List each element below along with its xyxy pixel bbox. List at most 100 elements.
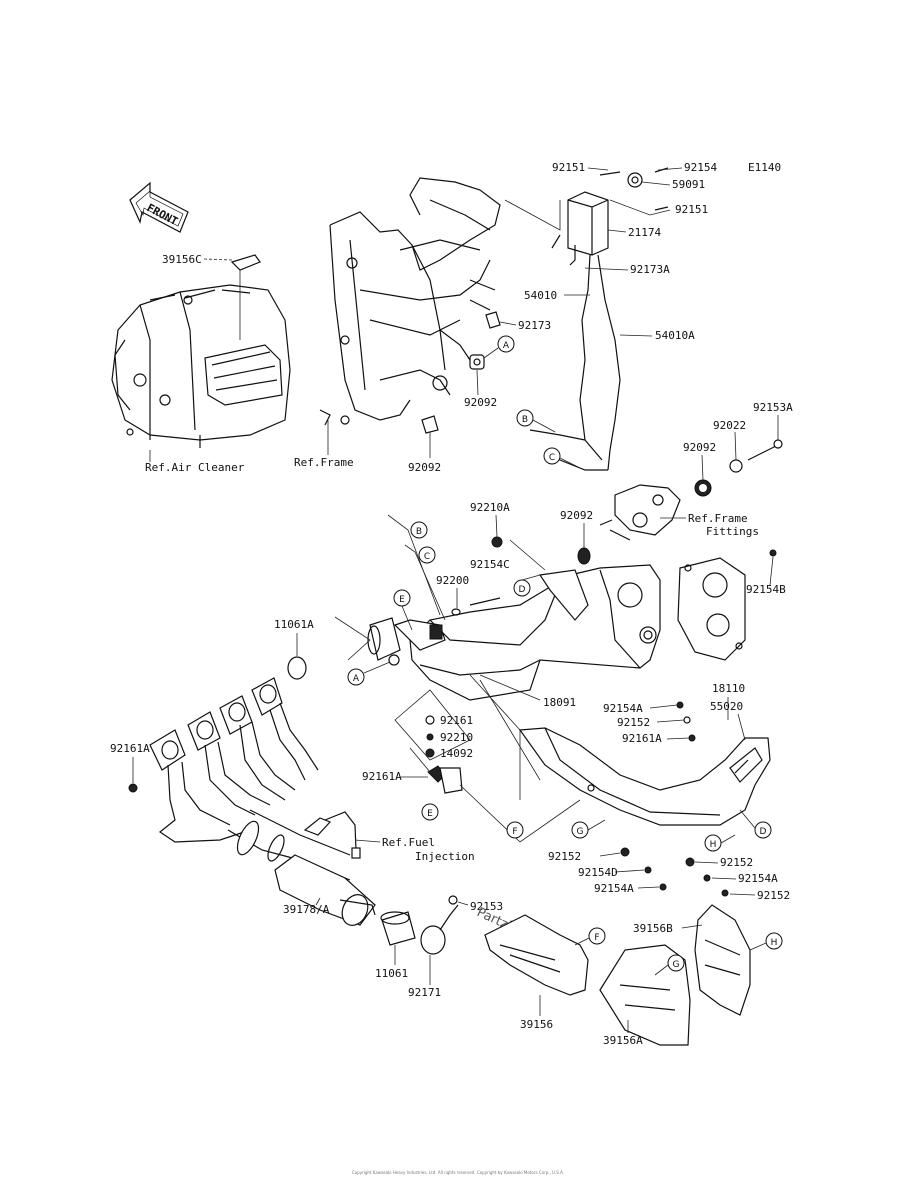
label-92161a-b1: 92152 xyxy=(548,850,581,863)
frame-illustration xyxy=(319,177,501,426)
callout-f1: F xyxy=(506,821,524,839)
callout-h1: H xyxy=(704,834,722,852)
label-92152-m: 92210 xyxy=(440,731,473,744)
svg-text:B: B xyxy=(522,415,528,425)
label-92210: 92161A xyxy=(110,742,150,755)
under-cover-illustration xyxy=(518,701,771,826)
callout-c1: C xyxy=(543,447,561,465)
label-39156a: 39156A xyxy=(603,1034,643,1047)
header-pipes-illustration xyxy=(149,677,351,881)
label-54010a: 54010A xyxy=(655,329,695,342)
label-92151-b: 92151 xyxy=(675,203,708,216)
label-39178: 39178/A xyxy=(283,903,330,916)
callout-d2: D xyxy=(754,821,772,839)
label-21174: 21174 xyxy=(628,226,661,239)
bolt-92154a-b xyxy=(721,889,729,897)
callout-g2: G xyxy=(667,954,685,972)
label-92171: 92171 xyxy=(408,986,441,999)
label-92153a: 92153A xyxy=(753,401,793,414)
label-92092-a: 92092 xyxy=(464,396,497,409)
svg-text:F: F xyxy=(594,933,599,943)
ref-frame-fittings-2: Fittings xyxy=(706,525,759,538)
label-92092-b: 92092 xyxy=(408,461,441,474)
svg-text:H: H xyxy=(771,938,778,948)
svg-text:B: B xyxy=(416,527,422,537)
catalyst-chamber-illustration xyxy=(274,854,376,926)
label-39156b: 39156B xyxy=(633,922,673,935)
air-cleaner-illustration xyxy=(111,254,291,448)
ref-frame-fittings-1: Ref.Frame xyxy=(688,512,748,525)
label-92153: 92153 xyxy=(470,900,503,913)
silencer-illustration xyxy=(367,536,661,701)
label-92200: 92200 xyxy=(436,574,469,587)
heat-shield-39156 xyxy=(484,914,589,996)
label-92173: 92173 xyxy=(518,319,551,332)
label-92092-d: 92092 xyxy=(560,509,593,522)
front-arrow-icon: FRONT xyxy=(129,181,189,233)
svg-text:G: G xyxy=(577,827,584,837)
label-92092-c: 92092 xyxy=(683,441,716,454)
label-54010: 54010 xyxy=(524,289,557,302)
label-92210a: 92210A xyxy=(470,501,510,514)
label-14092: 92161A xyxy=(362,770,402,783)
label-11061: 11061 xyxy=(375,967,408,980)
label-11061a: 11061A xyxy=(274,618,314,631)
label-92151-a: 92151 xyxy=(552,161,585,174)
svg-text:C: C xyxy=(549,453,555,463)
label-92161a-b2: 92152 xyxy=(720,856,753,869)
callout-h2: H xyxy=(765,932,783,950)
nut-92161-m xyxy=(425,748,435,758)
svg-text:E: E xyxy=(399,595,405,605)
label-55020: 55020 xyxy=(710,700,743,713)
connector-tube-11061 xyxy=(380,911,416,946)
o-ring-11061a xyxy=(287,656,307,680)
copyright: Copyright Kawasaki Heavy Industries, Ltd… xyxy=(352,1170,564,1175)
label-92154a-m: 92161 xyxy=(440,714,473,727)
label-39156: 39156 xyxy=(520,1018,553,1031)
heat-shield-39156a xyxy=(599,944,691,1046)
label-92154d: 92154A xyxy=(594,882,634,895)
nut-92210 xyxy=(128,783,138,793)
callout-e1: E xyxy=(393,589,411,607)
washer-92152-m xyxy=(426,733,434,741)
callout-a1: A xyxy=(497,335,515,353)
label-92152-r: 92152 xyxy=(617,716,650,729)
callout-c2: C xyxy=(418,546,436,564)
callout-b1: B xyxy=(516,409,534,427)
label-92154a-r: 92154A xyxy=(603,702,643,715)
nut-92161a-b2 xyxy=(685,857,695,867)
svg-text:A: A xyxy=(503,341,510,351)
callout-f2: F xyxy=(588,927,606,945)
label-18110: 18110 xyxy=(712,682,745,695)
callout-a2: A xyxy=(347,668,365,686)
svg-text:G: G xyxy=(673,960,680,970)
svg-text:H: H xyxy=(710,840,717,850)
svg-text:A: A xyxy=(353,674,360,684)
bolt-92154d xyxy=(659,883,667,891)
callout-e2: E xyxy=(421,803,439,821)
label-92161-m: 14092 xyxy=(440,747,473,760)
label-92154b: 92154B xyxy=(746,583,786,596)
bolt-92154a-m xyxy=(425,715,435,725)
svg-text:C: C xyxy=(424,552,430,562)
label-39156c: 39156C xyxy=(162,253,202,266)
ref-fuel-injection-2: Injection xyxy=(415,850,475,863)
frame-fittings-illustration xyxy=(599,439,783,541)
svg-text:F: F xyxy=(512,827,517,837)
diagram-code: E1140 xyxy=(748,161,781,174)
svg-text:D: D xyxy=(760,827,767,837)
washer-92152-b2 xyxy=(703,874,711,882)
ref-frame: Ref.Frame xyxy=(294,456,354,469)
label-92173a: 92173A xyxy=(630,263,670,276)
label-18091: 18091 xyxy=(543,696,576,709)
svg-text:E: E xyxy=(427,809,433,819)
ref-fuel-injection-1: Ref.Fuel xyxy=(382,836,435,849)
callout-b2: B xyxy=(410,521,428,539)
heat-shield-39156b xyxy=(694,904,751,1016)
control-unit-illustration xyxy=(529,167,669,471)
label-92152-b1: 92154D xyxy=(578,866,618,879)
clamp-92171 xyxy=(420,895,459,955)
nut-92161a-b1 xyxy=(620,847,630,857)
oxygen-sensor-illustration xyxy=(303,811,361,859)
